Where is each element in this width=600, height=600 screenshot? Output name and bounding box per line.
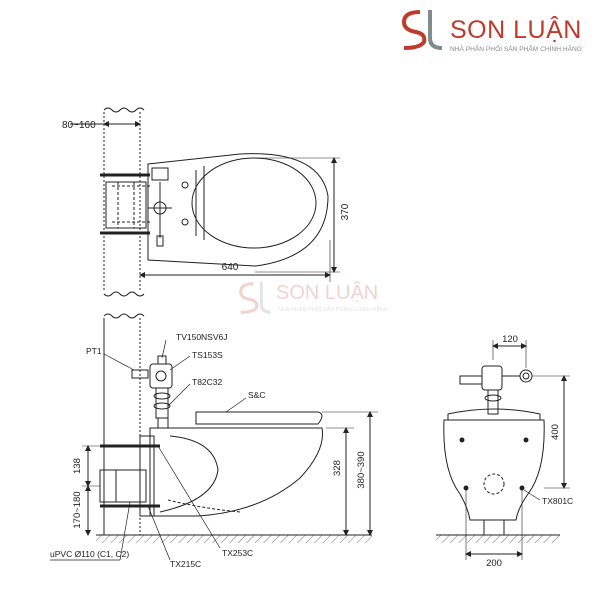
watermark-tagline: NHÀ PHÂN PHỐI SẢN PHẨM CHÍNH HÃNG (278, 307, 389, 313)
dim-front-width: 200 (486, 558, 502, 569)
label-bracket: TX215C (170, 559, 201, 569)
top-seat (191, 157, 317, 249)
watermark-logo-icon (239, 282, 271, 314)
dim-bowl-height: 328 (332, 460, 343, 476)
watermark: SON LUẬN NHÀ PHÂN PHỐI SẢN PHẨM CHÍNH HÃ… (236, 280, 388, 321)
dim-rim-range: 380~390 (356, 451, 367, 488)
dim-outlet-range: 170~180 (72, 491, 83, 528)
label-stop: TS153S (192, 350, 223, 360)
side-outlet-pipe (99, 469, 147, 503)
side-valve-assembly (131, 355, 173, 429)
label-outlet-pipe: uPVC Ø110 (C1, C2) (50, 549, 129, 559)
label-valve: TV150NSV6J (176, 332, 228, 342)
brand-logo: SON LUẬN NHÀ PHÂN PHỐI SẢN PHẨM CHÍNH HÃ… (398, 8, 594, 58)
front-bowl (443, 419, 545, 521)
brand-tagline: NHÀ PHÂN PHỐI SẢN PHẨM CHÍNH HÃNG (450, 46, 582, 53)
side-seat (195, 411, 323, 425)
brand-name: SON LUẬN (450, 16, 582, 44)
top-wall (103, 107, 145, 297)
side-view (50, 313, 378, 561)
watermark-name: SON LUẬN (276, 282, 379, 304)
top-view (70, 107, 340, 297)
label-fixing: TX801C (542, 496, 573, 506)
top-frame (100, 167, 189, 247)
dim-valve-offset: 120 (502, 334, 518, 345)
label-pt1: PT1 (86, 346, 102, 356)
label-seat: S&C (248, 390, 265, 400)
dim-wall-range: 80~160 (62, 120, 96, 131)
side-bowl (149, 427, 324, 517)
dim-outlet-height: 138 (72, 458, 83, 474)
label-flush-pipe: T82C32 (192, 377, 223, 387)
dim-top-width: 370 (340, 203, 351, 220)
label-bolt-kit: TX253C (222, 548, 253, 558)
dim-top-length: 640 (222, 262, 239, 273)
dim-front-height: 400 (550, 424, 561, 440)
front-valve-assembly (459, 365, 533, 415)
brand-logo-icon (401, 10, 443, 50)
front-view (436, 340, 570, 560)
